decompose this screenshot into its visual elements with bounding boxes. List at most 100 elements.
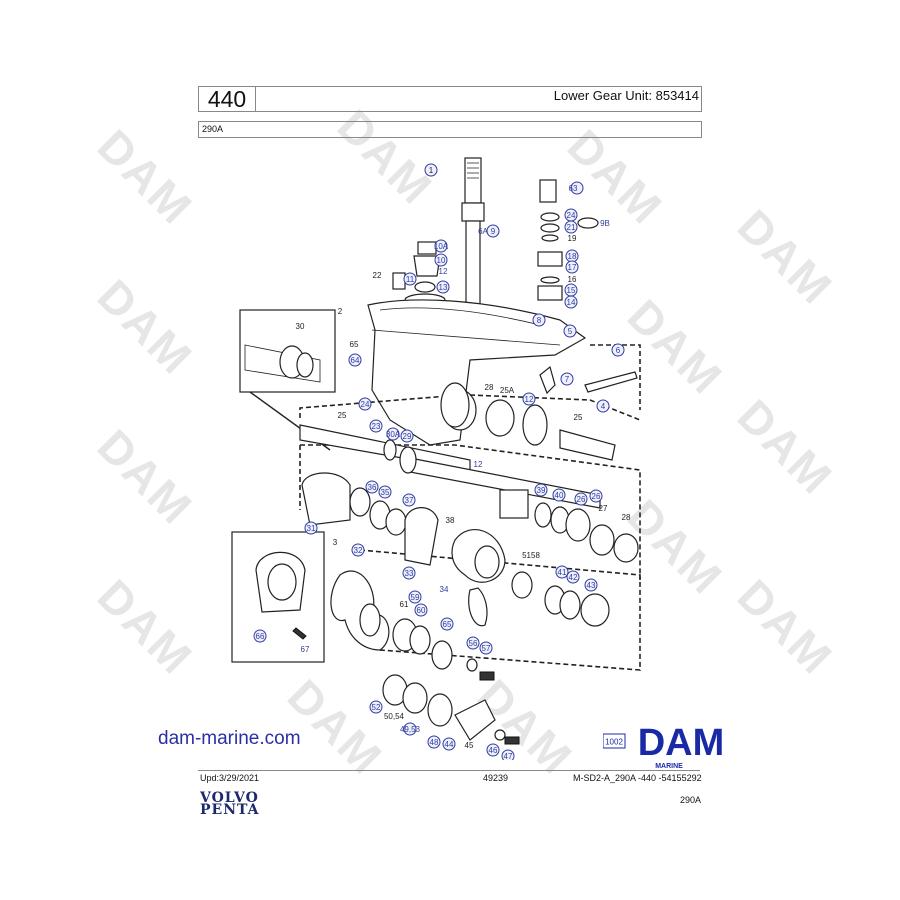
- callout: 16: [568, 275, 577, 284]
- callout: 61: [400, 600, 409, 609]
- callout: 50,54: [384, 712, 405, 721]
- callout: 28: [622, 513, 631, 522]
- footer-model: 290A: [680, 795, 702, 805]
- callout: 66: [256, 632, 265, 641]
- callout: 22: [373, 271, 382, 280]
- callout: 31: [307, 524, 316, 533]
- callout: 5158: [522, 551, 540, 560]
- dam-logo-text: DAM: [638, 722, 725, 764]
- document-reference: M-SD2-A_290A -440 -54155292: [573, 773, 702, 783]
- callout: 46: [489, 746, 498, 755]
- callout: 49,53: [400, 725, 421, 734]
- callout: 63: [569, 184, 578, 193]
- callout: 52: [372, 703, 381, 712]
- inset-bottom-drawing: [255, 551, 307, 640]
- callout: 19: [568, 234, 577, 243]
- callout: 30: [296, 322, 305, 331]
- callout: 9: [491, 227, 496, 236]
- callout: 9B: [600, 219, 610, 228]
- hub-group: [382, 618, 520, 745]
- callout: 43: [587, 581, 596, 590]
- watermark-text: DAM: [87, 119, 203, 235]
- callout: 65: [350, 340, 359, 349]
- callout: 30A: [386, 430, 401, 439]
- callout: 37: [405, 496, 414, 505]
- volvo-logo-line2: PENTA: [200, 802, 260, 818]
- watermark-text: DAM: [87, 419, 203, 535]
- callout: 25A: [500, 386, 515, 395]
- callout: 26: [592, 492, 601, 501]
- watermark-text: DAM: [87, 569, 203, 685]
- dam-logo-number: 1002: [605, 738, 623, 747]
- group-outline-top: [299, 394, 641, 421]
- callout: 25: [338, 411, 347, 420]
- callout: 59: [411, 593, 420, 602]
- callout: 56: [469, 639, 478, 648]
- callout: 47: [504, 752, 513, 760]
- gear-housing: [367, 299, 587, 446]
- callout: 6A: [478, 227, 488, 236]
- callout: 67: [301, 645, 310, 654]
- callout: 35: [381, 488, 390, 497]
- callout: 42: [569, 573, 578, 582]
- callout: 65: [443, 620, 452, 629]
- callout: 41: [558, 568, 567, 577]
- callout: 24: [567, 211, 576, 220]
- rear-bearing-group: [511, 571, 610, 627]
- gear-set: [440, 365, 638, 461]
- callout: 25: [574, 413, 583, 422]
- callout: 64: [351, 356, 360, 365]
- callout: 15: [567, 286, 576, 295]
- model-label: 290A: [202, 124, 224, 134]
- propeller-front: [451, 529, 506, 627]
- page-title: Lower Gear Unit: 853414: [553, 88, 699, 103]
- website-link[interactable]: dam-marine.com: [158, 728, 301, 749]
- callout: 29: [403, 432, 412, 441]
- page-number: 440: [199, 87, 256, 111]
- callout: 12: [439, 267, 448, 276]
- callout: 17: [568, 263, 577, 272]
- callout: 2: [338, 307, 343, 316]
- dam-logo-subtitle: MARINE: [655, 763, 683, 770]
- pinion-stack: [392, 241, 446, 307]
- callout: 40: [555, 491, 564, 500]
- callout: 27: [599, 504, 608, 513]
- callout: 3: [333, 538, 338, 547]
- callout: 11: [406, 275, 415, 284]
- callout: 34: [440, 585, 449, 594]
- callout: 38: [446, 516, 455, 525]
- bearing-stack: [537, 179, 599, 301]
- bearing-row: [534, 502, 639, 563]
- exploded-parts-diagram: .ln{fill:none;stroke:#222;stroke-width:1…: [231, 157, 641, 760]
- callout: 48: [430, 738, 439, 747]
- volvo-penta-logo: VOLVO PENTA: [200, 790, 260, 818]
- callout: 28: [485, 383, 494, 392]
- watermark-text: DAM: [727, 569, 843, 685]
- dam-marine-logo: 1002 DAM MARINE: [603, 722, 725, 770]
- callout: 33: [405, 569, 414, 578]
- callout-labels: 1 2 3 4 5 6 7 8 9 6A 63 24 9B 21 19 18 1…: [253, 163, 631, 760]
- document-code: 49239: [483, 773, 509, 783]
- updated-date: Upd:3/29/2021: [200, 773, 260, 783]
- callout: 32: [354, 546, 363, 555]
- callout: 5: [568, 327, 573, 336]
- model-row: 290A: [198, 121, 702, 138]
- callout: 10A: [434, 242, 449, 251]
- propeller-shaft: [299, 424, 601, 519]
- group-outline-right: [590, 344, 641, 410]
- front-bearing-group: [301, 472, 439, 566]
- callout: 39: [537, 486, 546, 495]
- callout: 26: [577, 495, 586, 504]
- callout: 60: [417, 606, 426, 615]
- page-header: 440 Lower Gear Unit: 853414: [198, 86, 702, 112]
- footer-divider: [198, 770, 700, 771]
- volvo-logo-line1: VOLVO: [200, 790, 259, 806]
- callout: 6: [616, 346, 621, 355]
- callout: 12: [525, 395, 534, 404]
- callout: 12: [474, 460, 483, 469]
- propeller-rear: [330, 570, 390, 651]
- callout: 13: [439, 283, 448, 292]
- callout: 4: [601, 402, 606, 411]
- callout: 57: [482, 644, 491, 653]
- callout: 14: [567, 298, 576, 307]
